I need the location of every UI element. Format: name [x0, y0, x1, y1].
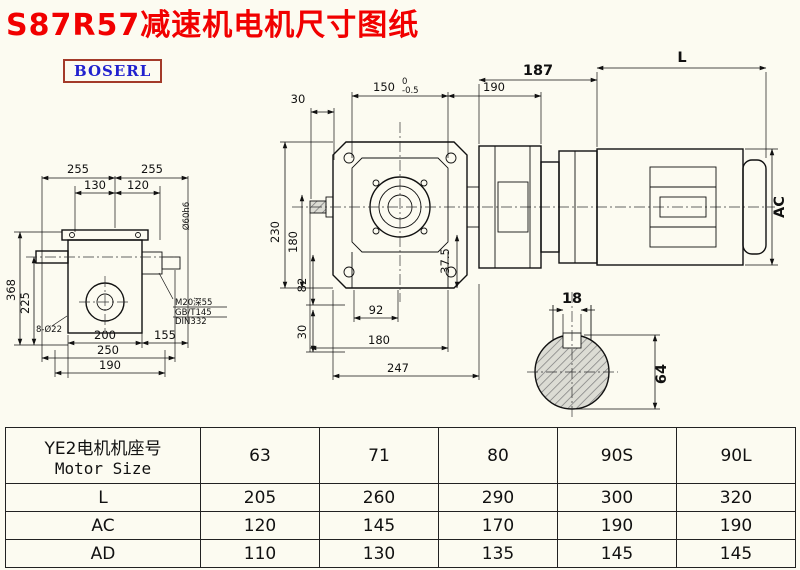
- dim-left-255b: 255: [141, 162, 163, 176]
- label-standard-2: DIN332: [175, 317, 207, 327]
- dim-left-368: 368: [4, 279, 18, 301]
- table-row-AD: AD 110 130 135 145 145: [5, 539, 796, 568]
- dim-front-82: 82: [295, 278, 309, 293]
- dim-adapter-187: 187: [523, 63, 553, 79]
- left-view: [26, 229, 181, 334]
- boserl-logo: BOSERL: [63, 59, 163, 83]
- size-63: 63: [200, 427, 320, 484]
- dim-left-200: 200: [94, 328, 116, 342]
- row-label-L: L: [5, 483, 201, 512]
- label-standard-1: GB/T145: [175, 308, 212, 318]
- dim-shaft-64: 64: [654, 364, 670, 384]
- table-header-row: YE2电机机座号 Motor Size 63 71 80 90S 90L: [5, 427, 796, 484]
- dim-left-130: 130: [84, 178, 106, 192]
- dim-front-150-tol-low: -0.5: [402, 86, 419, 96]
- label-shaft-dia: Ø60h6: [181, 202, 192, 230]
- dim-motor-AC: AC: [772, 196, 788, 218]
- dim-front-230: 230: [268, 221, 282, 243]
- row-label-AD: AD: [5, 539, 201, 568]
- cell-AC-90L: 190: [676, 511, 796, 540]
- cell-AD-80: 135: [438, 539, 558, 568]
- row-label-AC: AC: [5, 511, 201, 540]
- cell-AD-90L: 145: [676, 539, 796, 568]
- cell-L-80: 290: [438, 483, 558, 512]
- dim-front-190: 190: [483, 80, 505, 94]
- cell-AC-90S: 190: [557, 511, 677, 540]
- cell-L-90S: 300: [557, 483, 677, 512]
- motor-size-label-en: Motor Size: [54, 458, 152, 478]
- dim-left-225: 225: [18, 292, 32, 314]
- dim-front-150-tol-high: 0: [402, 77, 407, 87]
- page-title: S87R57减速机电机尺寸图纸: [6, 8, 420, 43]
- table-header-label: YE2电机机座号 Motor Size: [5, 427, 201, 484]
- dim-left-255a: 255: [67, 162, 89, 176]
- size-90S: 90S: [557, 427, 677, 484]
- cell-AD-63: 110: [200, 539, 320, 568]
- left-view-dimensions: 255 255 130 120 368 225 200 155 250 190 …: [4, 162, 227, 378]
- dim-motor-L: L: [677, 50, 686, 66]
- cell-AC-80: 170: [438, 511, 558, 540]
- dim-front-180b: 180: [368, 333, 390, 347]
- cell-L-63: 205: [200, 483, 320, 512]
- motor-size-label-cn: YE2电机机座号: [44, 438, 162, 459]
- cell-AC-63: 120: [200, 511, 320, 540]
- cell-AD-90S: 145: [557, 539, 677, 568]
- label-tap-thread: M20深55: [175, 298, 212, 308]
- dim-front-37-5: 37.5: [438, 248, 452, 274]
- motor-view: [478, 145, 767, 269]
- dim-key-18: 18: [562, 291, 582, 307]
- dim-left-190: 190: [99, 358, 121, 372]
- cell-L-71: 260: [319, 483, 439, 512]
- shaft-end-view: 18 64: [527, 291, 670, 418]
- table-row-L: L 205 260 290 300 320: [5, 483, 796, 512]
- front-view-dimensions: 150 0 -0.5 190 30 230 180 82 30 37.5 92 …: [268, 77, 542, 380]
- dim-left-120: 120: [127, 178, 149, 192]
- dim-front-92: 92: [369, 303, 384, 317]
- cell-AD-71: 130: [319, 539, 439, 568]
- label-bolt-holes: 8-Ø22: [36, 324, 62, 335]
- dim-front-30-top: 30: [291, 92, 306, 106]
- size-80: 80: [438, 427, 558, 484]
- dim-left-155: 155: [154, 328, 176, 342]
- size-90L: 90L: [676, 427, 796, 484]
- dim-front-247: 247: [387, 361, 409, 375]
- dim-front-180v: 180: [286, 231, 300, 253]
- dim-front-150: 150: [373, 80, 395, 94]
- dim-left-250: 250: [97, 343, 119, 357]
- dim-front-30-left: 30: [295, 325, 309, 340]
- table-row-AC: AC 120 145 170 190 190: [5, 511, 796, 540]
- size-71: 71: [319, 427, 439, 484]
- motor-dimensions: 187 L AC: [478, 50, 788, 266]
- front-view: [292, 122, 775, 302]
- cell-AC-71: 145: [319, 511, 439, 540]
- cell-L-90L: 320: [676, 483, 796, 512]
- motor-size-table: YE2电机机座号 Motor Size 63 71 80 90S 90L L 2…: [5, 427, 796, 568]
